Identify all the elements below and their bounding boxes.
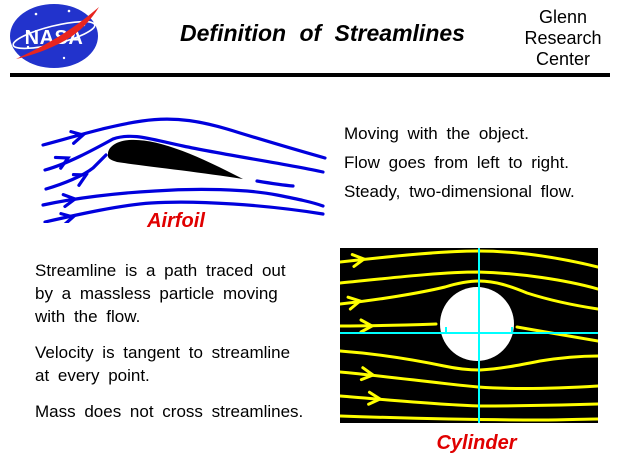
airfoil-shape <box>107 139 243 179</box>
flow-notes: Moving with the object. Flow goes from l… <box>344 119 575 206</box>
header-divider <box>10 73 610 77</box>
nasa-logo-icon: NASA <box>10 4 99 68</box>
flow-arrow-icon <box>53 130 89 223</box>
org-name: Glenn Research Center <box>510 7 616 70</box>
airfoil-label: Airfoil <box>147 210 205 232</box>
cylinder-label: Cylinder <box>436 432 517 454</box>
flow-note: Steady, two-dimensional flow. <box>344 182 575 201</box>
definition-text: Streamline is a path traced out by a mas… <box>35 259 303 423</box>
cylinder-circle <box>440 287 514 361</box>
org-line: Research <box>524 28 602 48</box>
definition-paragraph: Velocity is tangent to streamline at eve… <box>35 343 291 385</box>
flow-arrow-icon <box>346 253 384 406</box>
cylinder-diagram <box>340 248 598 423</box>
org-line: Glenn <box>538 7 588 27</box>
crosshair-icon <box>340 248 598 423</box>
airfoil-diagram <box>41 117 327 223</box>
org-line: Center <box>535 49 591 69</box>
page-title: Definition of Streamlines <box>180 20 465 46</box>
flow-note: Flow goes from left to right. <box>344 153 570 172</box>
airfoil-streamlines <box>41 117 327 223</box>
flow-note: Moving with the object. <box>344 124 529 143</box>
definition-paragraph: Mass does not cross streamlines. <box>35 402 304 421</box>
definition-paragraph: Streamline is a path traced out by a mas… <box>35 261 286 326</box>
